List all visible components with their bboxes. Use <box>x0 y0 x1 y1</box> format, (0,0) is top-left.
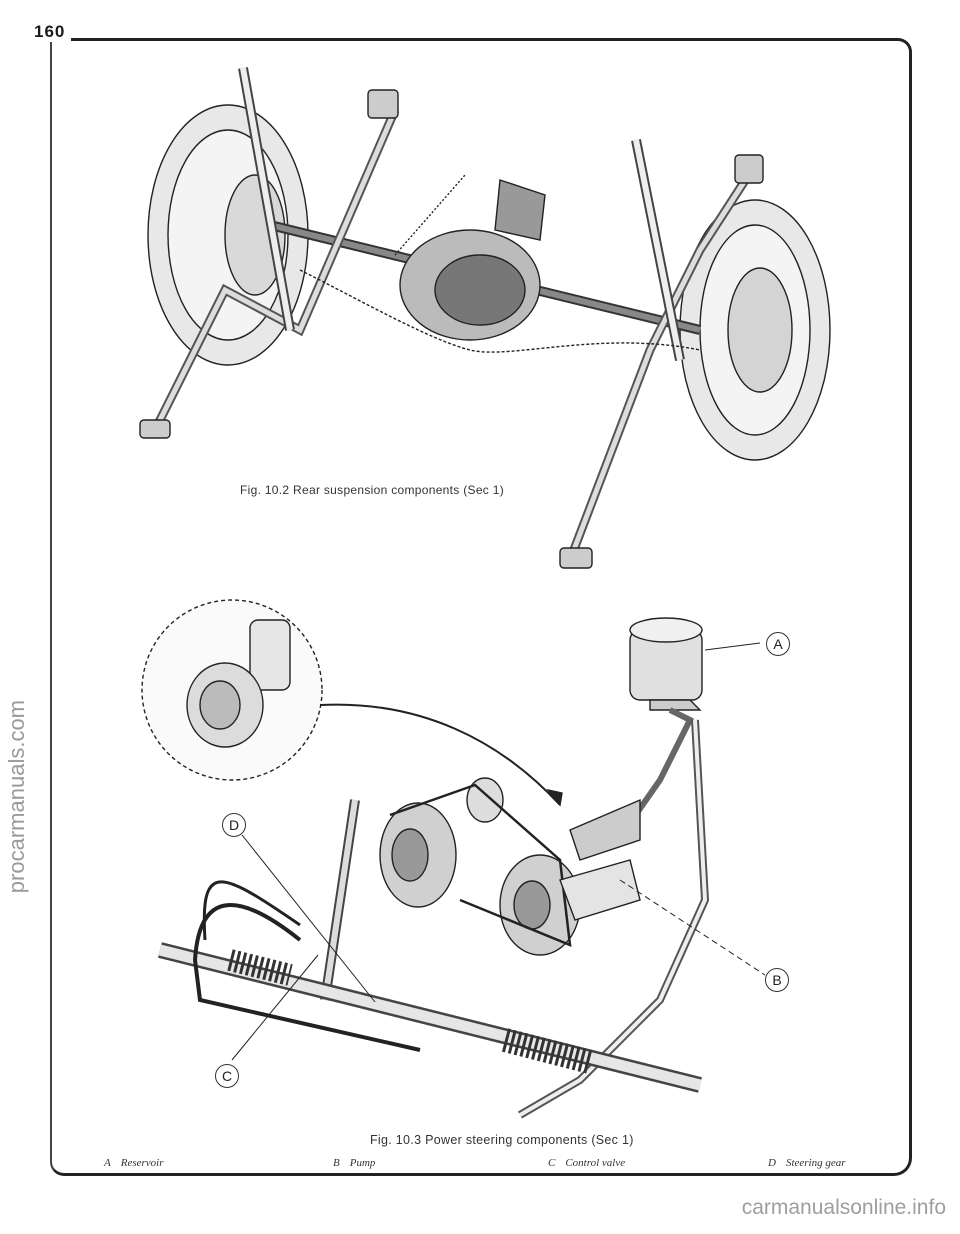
legend-key: C <box>548 1157 556 1169</box>
legend-key: B <box>333 1157 340 1169</box>
callout-c: C <box>215 1064 239 1088</box>
figure-caption-power-steering: Fig. 10.3 Power steering components (Sec… <box>370 1133 634 1147</box>
callout-b: B <box>765 968 789 992</box>
callout-d: D <box>222 813 246 837</box>
legend-label: Pump <box>349 1157 376 1169</box>
legend-label: Control valve <box>565 1157 626 1169</box>
legend-key: D <box>768 1157 776 1169</box>
footer-watermark: carmanualsonline.info <box>741 1196 946 1219</box>
legend-item-a: A Reservoir <box>104 1157 164 1169</box>
legend-label: Reservoir <box>120 1157 164 1169</box>
legend-item-b: B Pump <box>333 1157 375 1169</box>
figure-caption-rear-suspension: Fig. 10.2 Rear suspension components (Se… <box>240 483 504 497</box>
page-frame <box>50 38 912 1176</box>
legend-item-c: C Control valve <box>548 1157 625 1169</box>
callout-a: A <box>766 632 790 656</box>
legend-item-d: D Steering gear <box>768 1157 846 1169</box>
legend-label: Steering gear <box>785 1157 846 1169</box>
legend-key: A <box>104 1157 111 1169</box>
rear-suspension-illustration <box>139 67 831 569</box>
page-number: 160 <box>34 22 72 42</box>
